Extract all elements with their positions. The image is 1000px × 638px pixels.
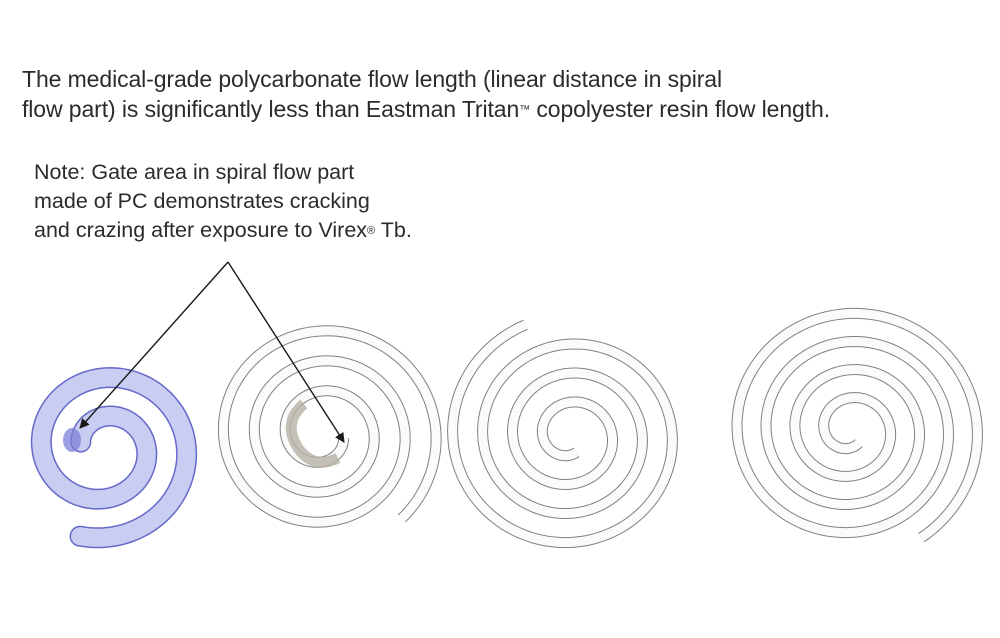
note-line-3: and crazing after exposure to Virex® Tb. [34, 216, 634, 245]
spiral-part-tritan-1 [447, 319, 678, 549]
spiral-strip [218, 326, 441, 527]
arrow-line-left [79, 261, 229, 429]
spiral-part-tritan-2 [731, 307, 983, 543]
note-text: Note: Gate area in spiral flow part made… [34, 158, 634, 245]
note-line-3-a: and crazing after exposure to Virex [34, 218, 368, 242]
headline-line-2-b: copolyester resin flow length. [530, 96, 830, 122]
headline-line-2: flow part) is significantly less than Ea… [22, 94, 982, 124]
spiral-strip [732, 308, 982, 542]
headline-line-2-a: flow part) is significantly less than Ea… [22, 96, 520, 122]
gate-area [63, 428, 81, 452]
headline-line-1: The medical-grade polycarbonate flow len… [22, 66, 722, 92]
note-line-1: Note: Gate area in spiral flow part [34, 160, 355, 184]
spiral-strip [32, 368, 196, 547]
arrow-layer [79, 261, 345, 443]
note-line-3-b: Tb. [375, 218, 412, 242]
spiral-part-pc-purple [30, 367, 198, 549]
trademark-mark: ™ [519, 104, 531, 116]
note-line-2: made of PC demonstrates cracking [34, 189, 370, 213]
spiral-part-pc-clear-cracked [217, 325, 442, 528]
arrow-line-right [227, 261, 345, 443]
cracked-gate-area [285, 399, 341, 468]
spiral-strip [448, 320, 677, 548]
headline: The medical-grade polycarbonate flow len… [22, 64, 982, 124]
spiral-layer [30, 307, 983, 549]
registered-mark: ® [367, 225, 376, 237]
